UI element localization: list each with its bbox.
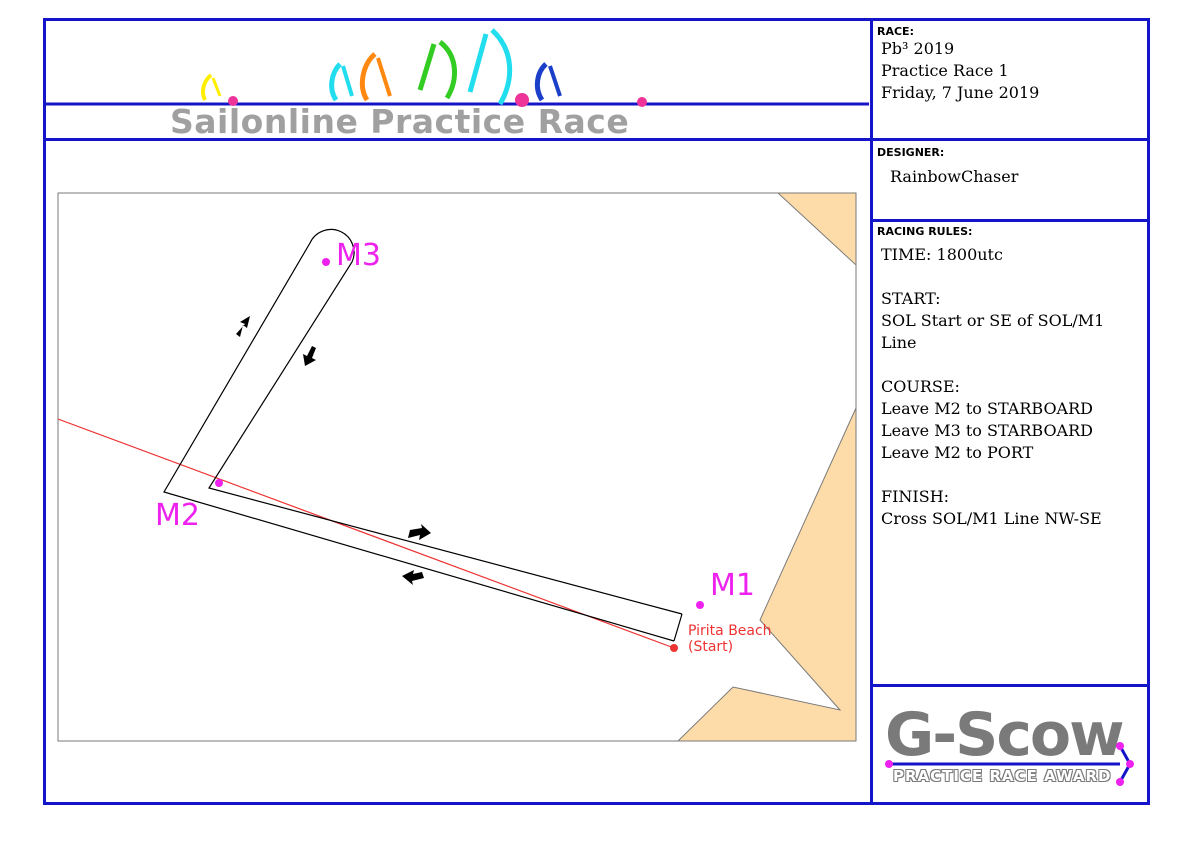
banner-title: Sailonline Practice Race — [170, 102, 630, 141]
arrow-icon — [402, 570, 424, 585]
rules-label: RACING RULES: — [877, 225, 973, 238]
rules-start-text: SOL Start or SE of SOL/M1 Line — [881, 311, 1105, 352]
map-area — [57, 192, 857, 742]
divider-banner — [43, 138, 1150, 141]
start-line — [58, 418, 675, 649]
mark-m3-dot — [322, 258, 330, 266]
race-name: Pb³ 2019 — [881, 39, 955, 58]
arrow-icon — [408, 524, 431, 540]
race-label: RACE: — [877, 25, 914, 38]
gscow-logo-text: G-Scow — [885, 700, 1125, 770]
rules-finish-title: FINISH: — [881, 487, 950, 506]
page-frame — [43, 18, 1150, 805]
rules-course-item: Leave M3 to STARBOARD — [881, 421, 1093, 440]
start-dot — [670, 644, 678, 652]
rules-course-item: Leave M2 to PORT — [881, 443, 1034, 462]
divider-vertical — [870, 18, 873, 805]
mark-m2-dot — [215, 479, 223, 487]
gscow-award-subtitle: PRACTICE RACE AWARD — [893, 767, 1112, 785]
mark-m3-label: M3 — [336, 238, 381, 273]
rules-finish-text: Cross SOL/M1 Line NW-SE — [881, 509, 1102, 528]
divider-logo — [870, 684, 1150, 687]
start-sub-label: (Start) — [688, 639, 733, 655]
start-name-label: Pirita Beach — [688, 623, 772, 639]
land-bottom-right — [677, 407, 856, 741]
mark-m1-label: M1 — [710, 568, 755, 603]
land-top-right — [777, 193, 856, 266]
mark-m1-dot — [696, 601, 704, 609]
rules-time: TIME: 1800utc — [881, 245, 1003, 264]
arrow-icon — [303, 346, 316, 366]
rules-start-title: START: — [881, 289, 941, 308]
rules-course-item: Leave M2 to STARBOARD — [881, 399, 1093, 418]
designer-label: DESIGNER: — [877, 146, 945, 159]
rules-course-title: COURSE: — [881, 377, 960, 396]
course-track — [163, 228, 683, 642]
divider-designer — [870, 219, 1150, 222]
designer-name: RainbowChaser — [890, 167, 1019, 186]
race-subtitle: Practice Race 1 — [881, 61, 1009, 80]
race-date: Friday, 7 June 2019 — [881, 83, 1040, 102]
mark-m2-label: M2 — [155, 498, 200, 533]
arrow-icon — [236, 316, 250, 337]
